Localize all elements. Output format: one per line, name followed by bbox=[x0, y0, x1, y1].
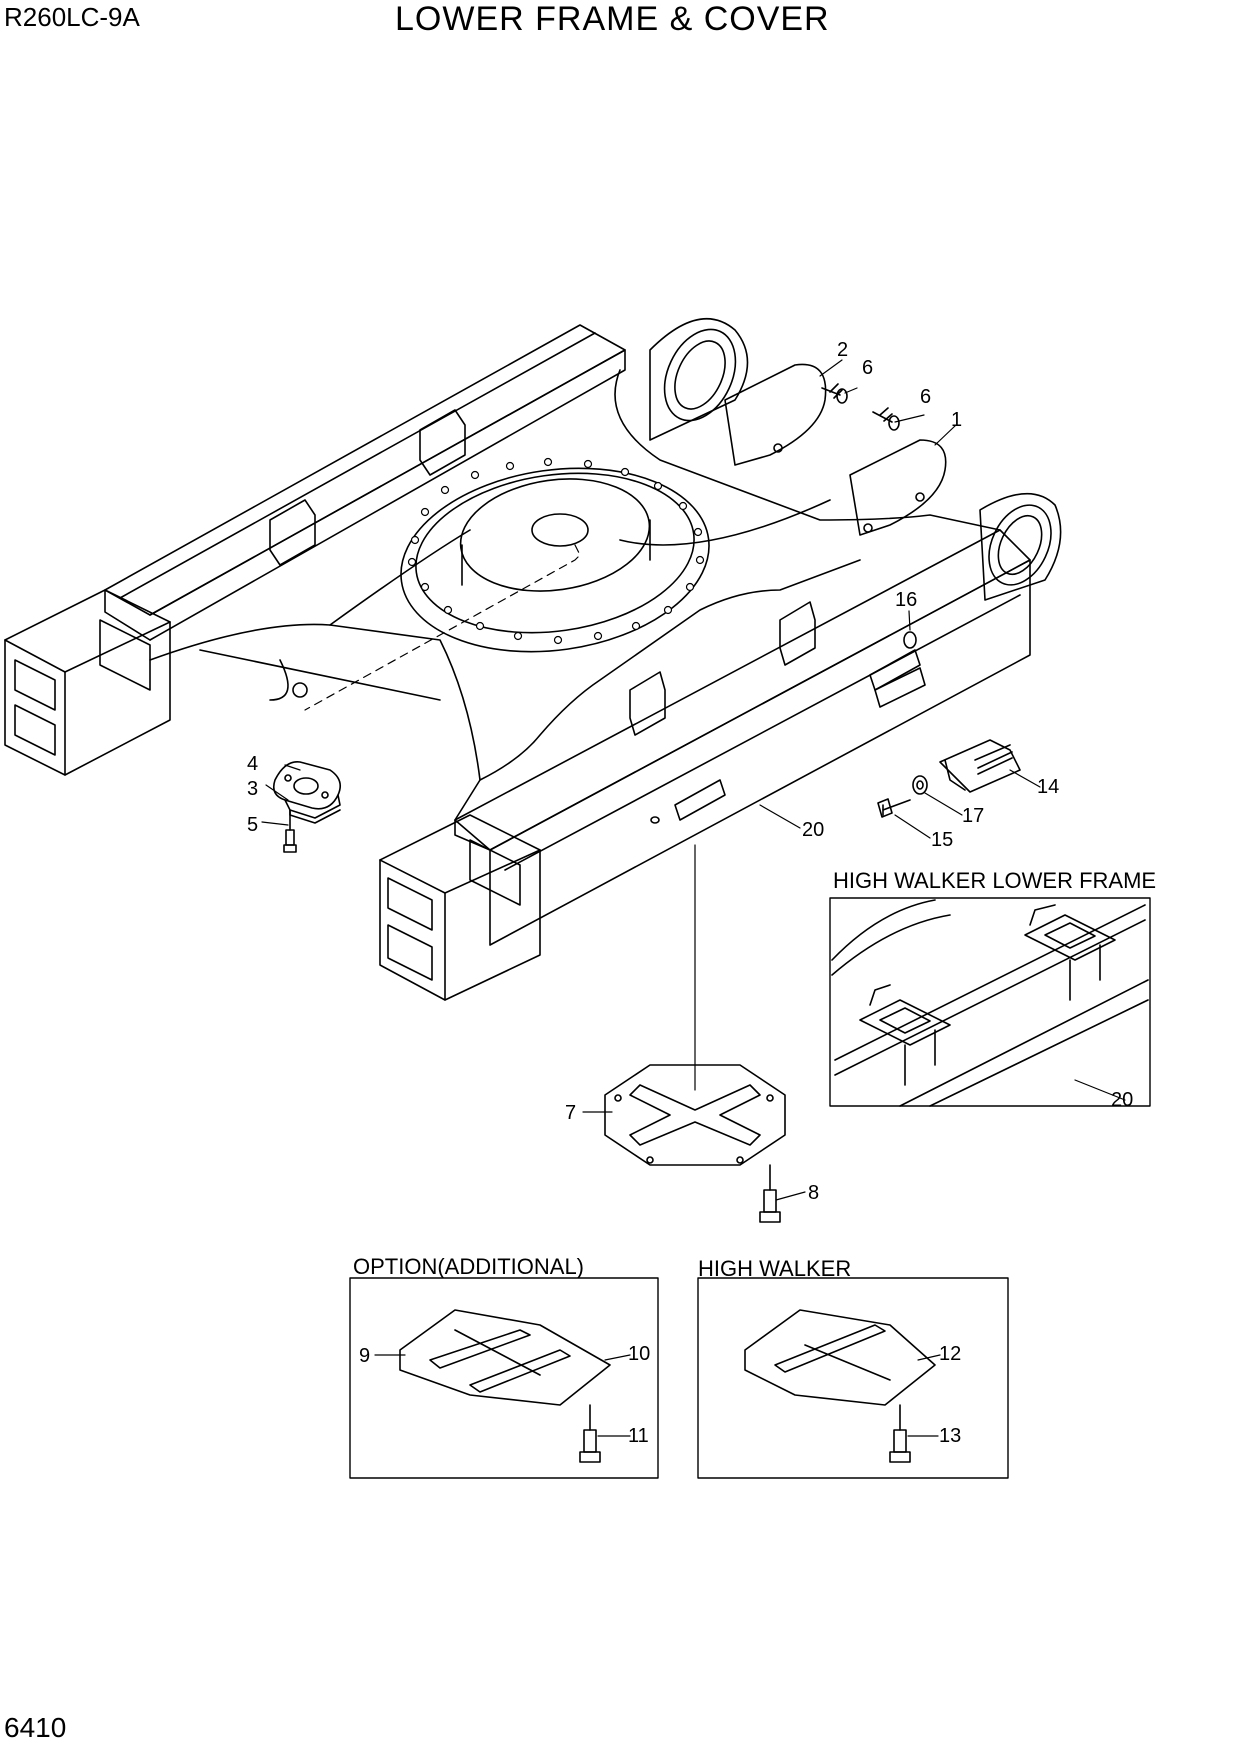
inset-caption-option-additional: OPTION(ADDITIONAL) bbox=[353, 1254, 585, 1279]
page-number: 6410 bbox=[4, 1712, 67, 1743]
callout-6-lower: 6 bbox=[920, 386, 931, 408]
callout-16: 16 bbox=[895, 589, 917, 611]
callout-15: 15 bbox=[931, 829, 953, 851]
callout-10: 10 bbox=[628, 1343, 650, 1365]
plate-4-3-bolt-5 bbox=[272, 761, 341, 853]
callout-11: 11 bbox=[628, 1425, 649, 1447]
inset-option-additional bbox=[349, 1277, 659, 1479]
bolt-8 bbox=[759, 1164, 781, 1223]
callout-2: 2 bbox=[837, 339, 848, 361]
inset-high-walker-lower-frame bbox=[829, 897, 1151, 1107]
callout-20-inset: 20 bbox=[1111, 1089, 1133, 1111]
callout-7: 7 bbox=[565, 1102, 576, 1124]
callout-1: 1 bbox=[951, 409, 962, 431]
callout-6-upper: 6 bbox=[862, 357, 873, 379]
bolt-6-pair bbox=[821, 383, 900, 431]
bracket-parts bbox=[874, 631, 1021, 818]
callout-leaders bbox=[261, 359, 1126, 1437]
callout-9: 9 bbox=[359, 1345, 370, 1367]
model-number: R260LC-9A bbox=[4, 2, 140, 32]
leader-dashed-bearing bbox=[304, 544, 581, 711]
under-cover-7 bbox=[604, 1064, 786, 1166]
inset-caption-high-walker-lower-frame: HIGH WALKER LOWER FRAME bbox=[833, 868, 1157, 893]
callout-5: 5 bbox=[247, 814, 258, 836]
callout-20-main: 20 bbox=[802, 819, 824, 841]
callout-13: 13 bbox=[939, 1425, 961, 1447]
callout-17: 17 bbox=[962, 805, 984, 827]
inset-high-walker bbox=[697, 1277, 1009, 1479]
callout-14: 14 bbox=[1037, 776, 1059, 798]
callout-4: 4 bbox=[247, 753, 258, 775]
lower-frame bbox=[4, 317, 1062, 1001]
callout-numbers: 1 2 3 4 5 6 6 7 8 9 10 11 12 13 14 15 16… bbox=[247, 339, 1133, 1447]
callout-12: 12 bbox=[939, 1343, 961, 1365]
inset-caption-high-walker: HIGH WALKER bbox=[698, 1256, 852, 1281]
page-title: LOWER FRAME & COVER bbox=[395, 0, 830, 38]
cover-plates bbox=[724, 363, 947, 536]
callout-3: 3 bbox=[247, 778, 258, 800]
callout-8: 8 bbox=[808, 1182, 819, 1204]
